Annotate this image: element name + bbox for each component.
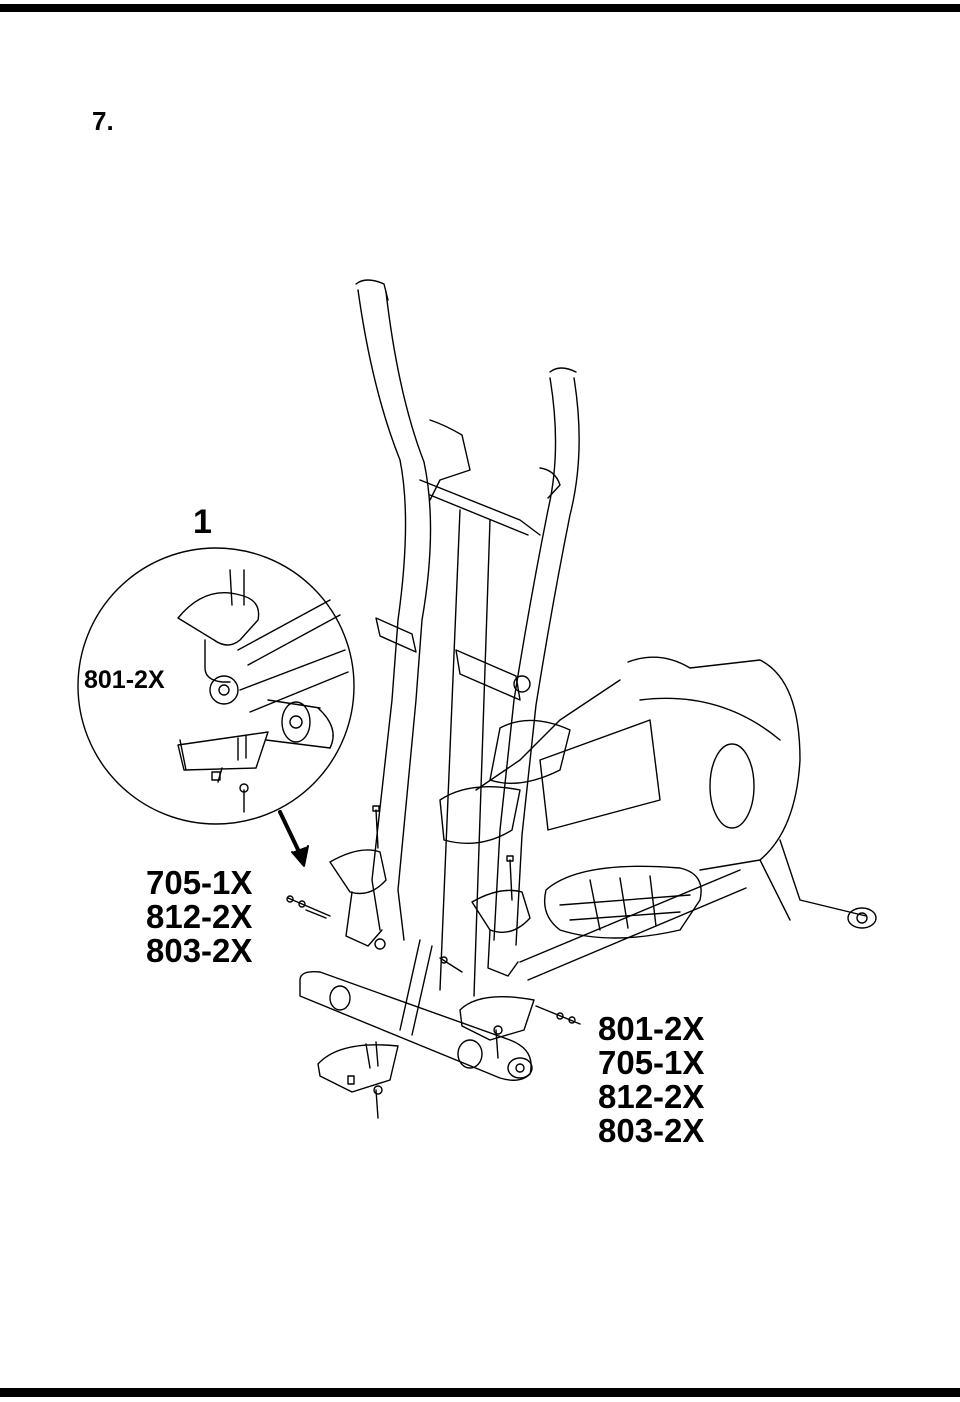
part-label: 801-2X: [598, 1010, 705, 1047]
parts-list-middle: 705-1X 812-2X 803-2X: [146, 866, 252, 968]
part-label: 812-2X: [598, 1078, 705, 1115]
parts-list-right: 801-2X 705-1X 812-2X 803-2X: [598, 1012, 704, 1148]
step-number: 7.: [92, 106, 114, 136]
part-label: 803-2X: [146, 932, 253, 969]
detail-number: 1: [193, 503, 212, 541]
detail-callout: [77, 547, 355, 825]
detail-part-label: 801-2X: [84, 666, 165, 694]
bottom-rule: [0, 1388, 960, 1397]
part-label: 705-1X: [598, 1044, 705, 1081]
part-label: 812-2X: [146, 898, 253, 935]
part-label: 803-2X: [598, 1112, 705, 1149]
elliptical-machine: [286, 279, 877, 1119]
part-label: 705-1X: [146, 864, 253, 901]
callout-arrow: [278, 810, 309, 867]
top-rule: [0, 4, 960, 12]
